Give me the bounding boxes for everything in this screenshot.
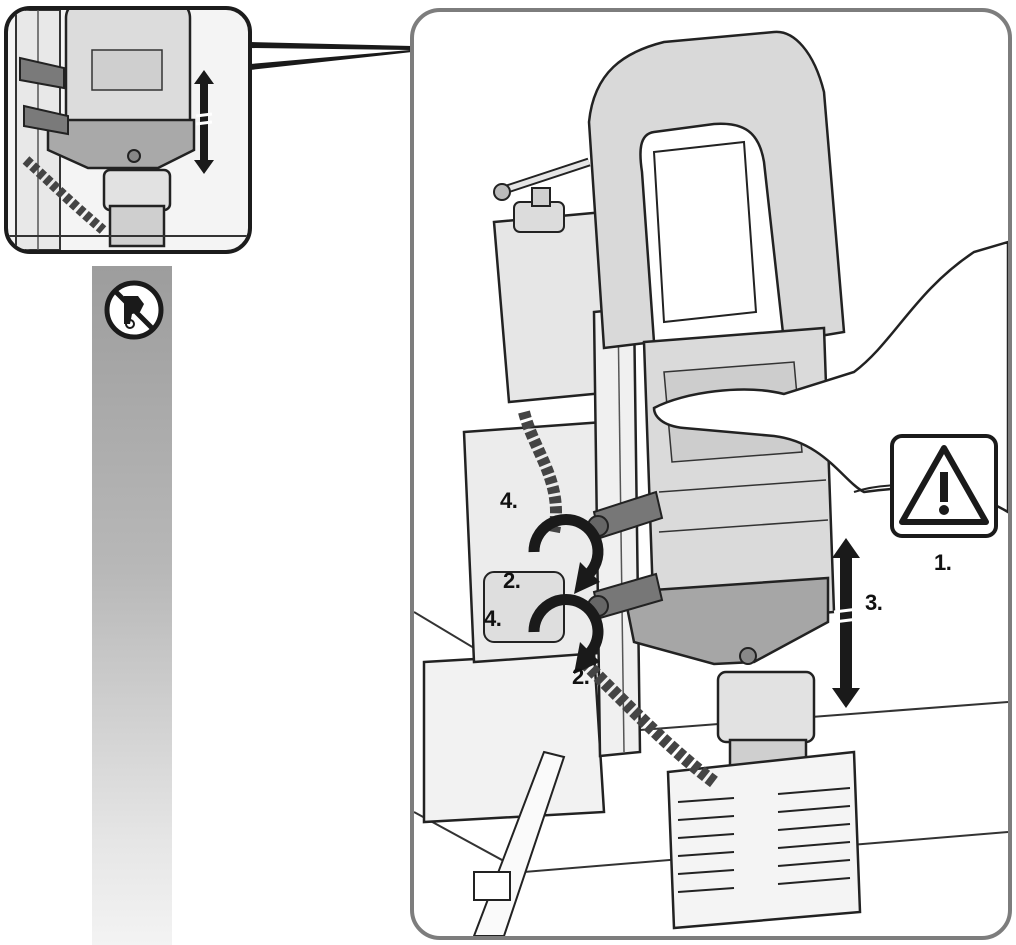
warning-box [890,434,998,538]
step-label-1: 1. [934,550,952,575]
detail-inset [4,6,252,254]
warning-triangle-icon [899,445,989,525]
up-down-arrow-icon [832,538,860,708]
step-label-2-lower: 2. [572,664,590,689]
step-label-4-lower: 4. [484,606,502,631]
sidebar-strip [92,266,172,945]
step-label-4-upper: 4. [500,488,518,513]
inset-drawing [8,10,248,250]
no-wrench-icon [104,280,164,340]
step-label-2-upper: 2. [503,568,521,593]
step-label-3: 3. [865,590,883,615]
rotate-arrow-icon [528,514,604,674]
